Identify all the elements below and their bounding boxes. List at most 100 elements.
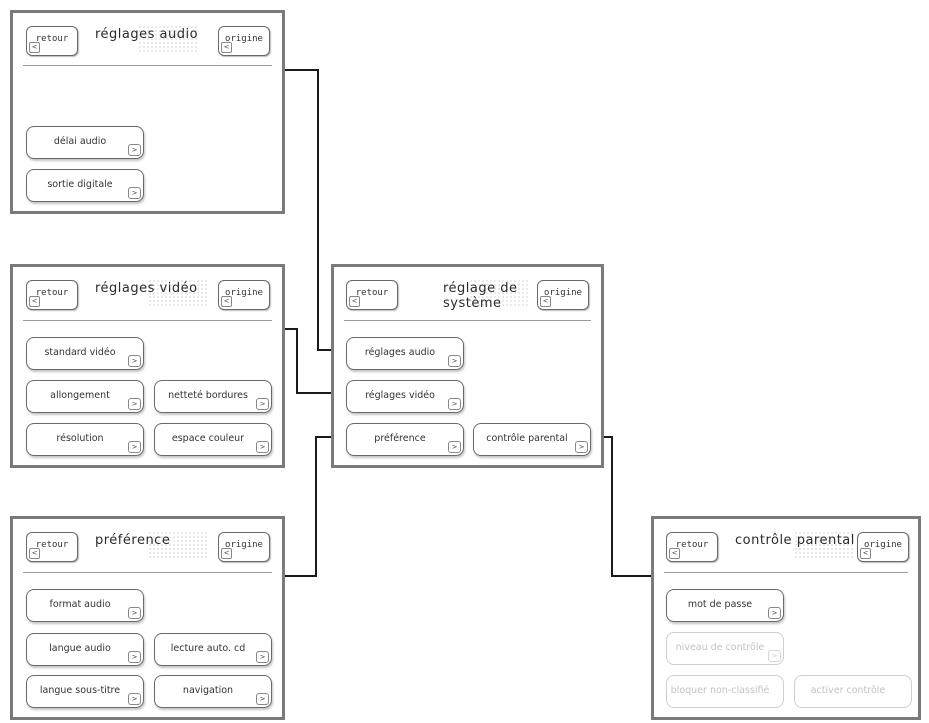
next-arrow-icon: > [448, 441, 461, 453]
digital-output-button[interactable]: sortie digitale > [26, 169, 144, 202]
panel-parental-control: retour < contrôle parental origine < mot… [651, 516, 921, 720]
next-arrow-icon: > [128, 144, 141, 156]
back-button[interactable]: retour < [26, 532, 78, 562]
control-level-button[interactable]: niveau de contrôle > [666, 632, 784, 665]
next-arrow-icon: > [128, 441, 141, 453]
video-standard-button[interactable]: standard vidéo > [26, 337, 144, 370]
audio-settings-button[interactable]: réglages audio > [346, 337, 464, 370]
next-arrow-icon: > [128, 693, 141, 705]
button-label: langue audio [49, 643, 111, 654]
cd-autoplay-button[interactable]: lecture auto. cd > [154, 633, 272, 666]
home-button[interactable]: origine < [857, 532, 909, 562]
audio-delay-button[interactable]: délai audio > [26, 126, 144, 159]
button-label: sortie digitale [47, 179, 113, 190]
back-arrow-icon: < [860, 548, 871, 559]
button-label: réglages vidéo [365, 390, 435, 401]
panel-preference: retour < préférence origine < format aud… [10, 516, 285, 720]
activate-control-button[interactable]: activer contrôle [794, 675, 912, 708]
button-label: netteté bordures [168, 390, 248, 401]
next-arrow-icon: > [128, 398, 141, 410]
next-arrow-icon: > [256, 398, 269, 410]
button-label: standard vidéo [44, 347, 116, 358]
next-arrow-icon: > [768, 607, 781, 619]
button-label: délai audio [53, 136, 107, 147]
home-button[interactable]: origine < [218, 532, 270, 562]
texture-dots [469, 279, 529, 307]
back-arrow-icon: < [29, 42, 40, 53]
audio-format-button[interactable]: format audio > [26, 589, 144, 622]
aspect-ratio-button[interactable]: allongement > [26, 380, 144, 413]
back-arrow-icon: < [669, 548, 680, 559]
panel-title: réglage de système [443, 281, 518, 311]
next-arrow-icon: > [128, 187, 141, 199]
button-label: langue sous-titre [39, 685, 121, 696]
edge-sharpness-button[interactable]: netteté bordures > [154, 380, 272, 413]
panel-title: contrôle parental [735, 533, 855, 548]
back-arrow-icon: < [221, 296, 232, 307]
next-arrow-icon: > [256, 441, 269, 453]
button-label: contrôle parental [486, 433, 568, 444]
back-label: retour [35, 288, 69, 298]
back-arrow-icon: < [221, 42, 232, 53]
back-arrow-icon: < [540, 296, 551, 307]
panel-title-line1: réglage de [443, 281, 518, 296]
audio-language-button[interactable]: langue audio > [26, 633, 144, 666]
button-label: niveau de contrôle [675, 642, 765, 653]
next-arrow-icon: > [768, 650, 781, 662]
next-arrow-icon: > [128, 651, 141, 663]
home-button[interactable]: origine < [218, 26, 270, 56]
back-label: retour [675, 540, 709, 550]
back-button[interactable]: retour < [346, 280, 398, 310]
button-label: bloquer non-classifié [670, 685, 770, 696]
panel-title: préférence [95, 533, 171, 548]
password-button[interactable]: mot de passe > [666, 589, 784, 622]
video-settings-button[interactable]: réglages vidéo > [346, 380, 464, 413]
subtitle-language-button[interactable]: langue sous-titre > [26, 675, 144, 708]
back-button[interactable]: retour < [666, 532, 718, 562]
panel-system-settings: retour < réglage de système origine < ré… [331, 264, 604, 468]
button-label: réglages audio [364, 347, 436, 358]
header-divider [23, 65, 272, 66]
texture-dots [148, 279, 208, 307]
button-label: activer contrôle [810, 685, 886, 696]
header-divider [23, 572, 272, 573]
parental-control-button[interactable]: contrôle parental > [473, 423, 591, 456]
button-label: navigation [182, 685, 234, 696]
back-arrow-icon: < [221, 548, 232, 559]
back-arrow-icon: < [349, 296, 360, 307]
back-label: retour [35, 540, 69, 550]
home-label: origine [225, 540, 263, 550]
home-label: origine [544, 288, 582, 298]
texture-dots [138, 25, 198, 53]
home-label: origine [225, 288, 263, 298]
next-arrow-icon: > [128, 607, 141, 619]
home-button[interactable]: origine < [537, 280, 589, 310]
button-label: format audio [49, 599, 111, 610]
button-label: mot de passe [687, 599, 753, 610]
button-label: allongement [50, 390, 110, 401]
back-label: retour [355, 288, 389, 298]
back-arrow-icon: < [29, 548, 40, 559]
header-divider [664, 572, 908, 573]
texture-dots [794, 531, 854, 559]
color-space-button[interactable]: espace couleur > [154, 423, 272, 456]
back-arrow-icon: < [29, 296, 40, 307]
panel-video-settings: retour < réglages vidéo origine < standa… [10, 264, 285, 468]
resolution-button[interactable]: résolution > [26, 423, 144, 456]
home-label: origine [864, 540, 902, 550]
next-arrow-icon: > [128, 355, 141, 367]
navigation-button[interactable]: navigation > [154, 675, 272, 708]
next-arrow-icon: > [448, 398, 461, 410]
back-button[interactable]: retour < [26, 26, 78, 56]
home-button[interactable]: origine < [218, 280, 270, 310]
button-label: préférence [374, 433, 426, 444]
preference-button[interactable]: préférence > [346, 423, 464, 456]
header-divider [23, 320, 272, 321]
panel-title: réglages vidéo [95, 281, 198, 296]
next-arrow-icon: > [448, 355, 461, 367]
button-label: résolution [56, 433, 104, 444]
button-label: lecture auto. cd [170, 643, 246, 654]
block-unrated-button[interactable]: bloquer non-classifié [666, 675, 784, 708]
back-button[interactable]: retour < [26, 280, 78, 310]
panel-title-line2: système [443, 296, 502, 311]
